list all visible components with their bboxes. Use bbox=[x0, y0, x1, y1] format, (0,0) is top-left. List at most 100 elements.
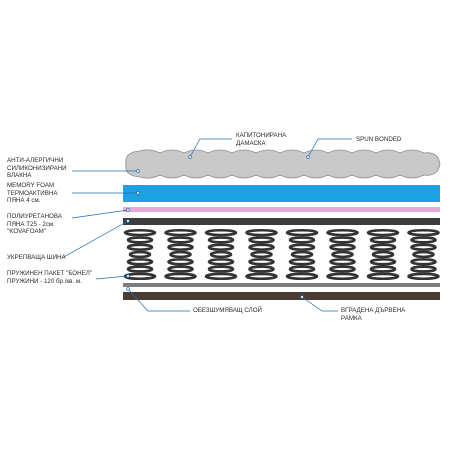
label-line: ПРУЖИНЕН ПАКЕТ "БОНЕЛ" bbox=[7, 270, 92, 277]
spring-turn bbox=[369, 236, 397, 244]
spring-turn bbox=[285, 228, 319, 237]
spring-turn bbox=[207, 243, 235, 251]
label-line: ПЯНА 4 см. bbox=[7, 197, 41, 205]
marker-fiber bbox=[136, 169, 140, 173]
label-line: ПОЛИУРЕТАНОВА bbox=[7, 213, 62, 220]
spring-turn bbox=[207, 258, 235, 266]
spring-turn bbox=[412, 250, 435, 259]
spring-turn bbox=[369, 258, 397, 266]
marker-polyurethane bbox=[126, 208, 130, 212]
marker-rail bbox=[126, 219, 130, 223]
label-line: SPUN BONDED bbox=[356, 136, 402, 143]
spring-turn bbox=[288, 243, 316, 251]
label-line: ПЯНА Т25 - 2см. bbox=[7, 220, 55, 228]
leader-line-polyurethane bbox=[71, 209, 129, 219]
polyurethane-foam-layer bbox=[123, 207, 440, 212]
spring-coil bbox=[123, 228, 157, 281]
spring-turn bbox=[326, 272, 359, 281]
spring-turn bbox=[128, 250, 152, 259]
label-line: ВГРАДЕНА ДЪРВЕНА bbox=[341, 307, 406, 314]
leader-line-wood bbox=[301, 296, 338, 312]
label-line: ОБЕЗШУМЯВАЩ СЛОЙ bbox=[193, 307, 262, 314]
spring-coil bbox=[407, 228, 440, 281]
spring-turn bbox=[245, 272, 278, 281]
label-line: ПРУЖИНИ - 120 бр./кв. м. bbox=[7, 277, 82, 285]
label-anti-allergic: АНТИ-АЛЕРГИЧНИ СИЛИКОНИЗИРАНИ ВЛАКНА bbox=[7, 157, 67, 180]
spring-turn bbox=[329, 265, 356, 273]
label-line: СИЛИКОНИЗИРАНИ bbox=[7, 164, 67, 172]
label-noise-damping: ОБЕЗШУМЯВАЩ СЛОЙ bbox=[193, 307, 262, 315]
marker-noise bbox=[126, 287, 130, 291]
label-spun-bonded: SPUN BONDED bbox=[356, 136, 401, 144]
spring-turn bbox=[207, 265, 235, 273]
label-line: MEMORY FOAM bbox=[7, 182, 55, 189]
wooden-frame-layer bbox=[123, 292, 440, 300]
spring-coil bbox=[164, 228, 197, 281]
label-polyurethane: ПОЛИУРЕТАНОВА ПЯНА Т25 - 2см. "KOVAFOAM" bbox=[7, 213, 62, 236]
spring-turn bbox=[371, 250, 395, 259]
spring-turn bbox=[329, 243, 356, 251]
spring-turn bbox=[407, 228, 440, 237]
spring-turn bbox=[366, 228, 400, 237]
spring-turn bbox=[366, 272, 400, 281]
leader-line-rail bbox=[61, 220, 129, 259]
reinforcing-rail-layer bbox=[123, 218, 440, 225]
marker-memory bbox=[136, 191, 140, 195]
spring-turn bbox=[329, 236, 356, 244]
spring-turn bbox=[410, 236, 437, 244]
label-line: РАМКА bbox=[341, 314, 362, 322]
spring-coil bbox=[366, 228, 400, 281]
spring-turn bbox=[248, 243, 275, 251]
spring-coil bbox=[285, 228, 319, 281]
spring-turn bbox=[207, 236, 235, 244]
marker-quilted bbox=[188, 155, 192, 159]
label-bonnell: ПРУЖИНЕН ПАКЕТ "БОНЕЛ" ПРУЖИНИ - 120 бр.… bbox=[7, 270, 92, 285]
leader-line-quilted bbox=[189, 138, 232, 158]
noise-damping-layer bbox=[123, 283, 440, 287]
label-memory-foam: MEMORY FOAM ТЕРМОАКТИВНА ПЯНА 4 см. bbox=[7, 182, 57, 205]
spring-turn bbox=[167, 243, 194, 251]
label-line: "KOVAFOAM" bbox=[7, 228, 47, 236]
spring-coil bbox=[326, 228, 359, 281]
leader-line-spun bbox=[307, 138, 352, 158]
spring-turn bbox=[204, 272, 238, 281]
label-quilted-damask: КАПИТОНИРАНА ДАМАСКА bbox=[236, 132, 286, 147]
fiber-layer bbox=[125, 149, 441, 179]
spring-turn bbox=[285, 272, 319, 281]
spring-turn bbox=[288, 265, 316, 273]
label-line: АНТИ-АЛЕРГИЧНИ bbox=[7, 157, 64, 164]
leader-line-bonnell bbox=[95, 275, 129, 280]
spring-turn bbox=[126, 265, 154, 273]
spring-turn bbox=[167, 236, 194, 244]
spring-turn bbox=[326, 228, 359, 237]
spring-turn bbox=[204, 228, 238, 237]
marker-spun bbox=[306, 155, 310, 159]
spring-turn bbox=[248, 265, 275, 273]
spring-turn bbox=[331, 250, 354, 259]
spring-turn bbox=[126, 243, 154, 251]
label-line: КАПИТОНИРАНА bbox=[236, 132, 287, 139]
memory-foam-layer bbox=[123, 185, 440, 202]
spring-turn bbox=[290, 250, 314, 259]
marker-wood bbox=[300, 295, 304, 299]
label-line: ДАМАСКА bbox=[236, 139, 266, 147]
spring-turn bbox=[167, 258, 194, 266]
spring-turn bbox=[245, 228, 278, 237]
spring-turn bbox=[288, 236, 316, 244]
leader-line-noise bbox=[127, 288, 190, 312]
spring-turn bbox=[248, 236, 275, 244]
spring-turn bbox=[248, 258, 275, 266]
label-line: ВЛАКНА bbox=[7, 172, 32, 180]
spring-turn bbox=[329, 258, 356, 266]
bonnell-spring-pack bbox=[123, 228, 440, 281]
spring-coil bbox=[204, 228, 238, 281]
spring-turn bbox=[126, 236, 154, 244]
spring-turn bbox=[164, 272, 197, 281]
spring-turn bbox=[369, 265, 397, 273]
spring-turn bbox=[169, 250, 192, 259]
spring-turn bbox=[407, 272, 440, 281]
spring-turn bbox=[209, 250, 233, 259]
spring-turn bbox=[410, 258, 437, 266]
spring-turn bbox=[410, 265, 437, 273]
spring-turn bbox=[167, 265, 194, 273]
